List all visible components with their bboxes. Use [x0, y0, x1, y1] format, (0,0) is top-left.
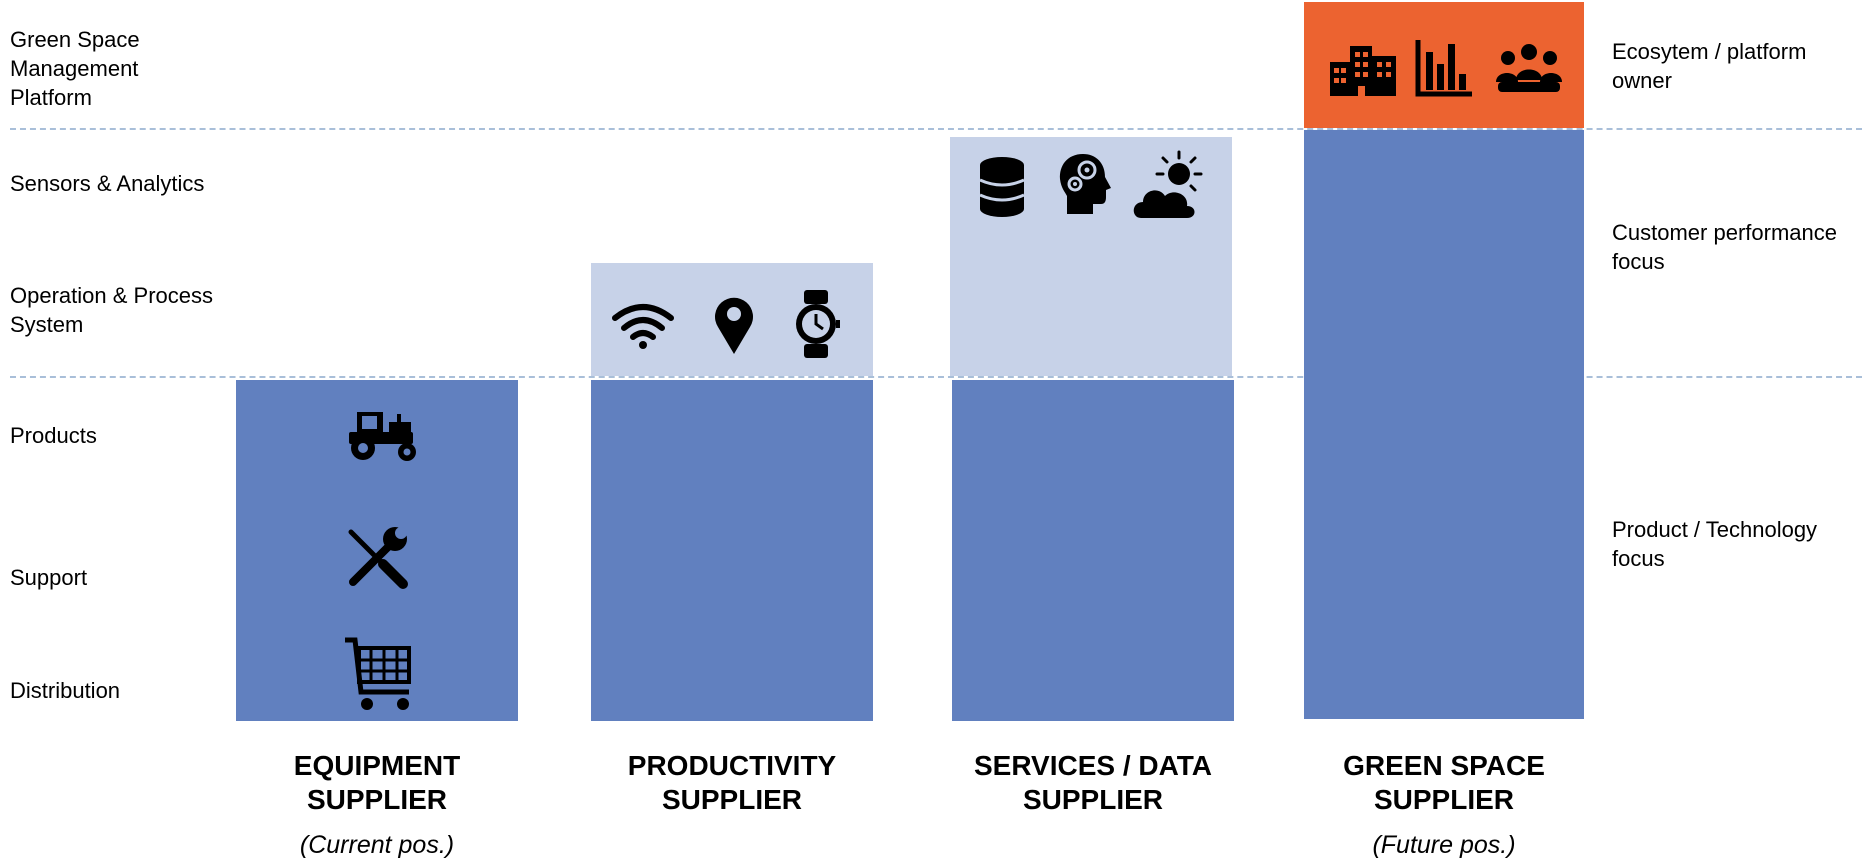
map-pin-icon — [715, 297, 753, 354]
sun-cloud-icon — [1133, 150, 1203, 218]
tools-icon — [348, 527, 408, 589]
column-title-productivity: PRODUCTIVITY SUPPLIER — [627, 750, 837, 815]
database-icon — [979, 157, 1025, 217]
shopping-cart-icon — [345, 637, 411, 710]
focus-label-customer: Customer performance focus — [1612, 220, 1837, 274]
divider-products — [10, 376, 1862, 378]
row-label-distribution: Distribution — [10, 678, 121, 703]
row-label-sensors-analytics: Sensors & Analytics — [10, 171, 205, 196]
green-space-product-block — [1304, 130, 1584, 719]
services-product-block — [952, 380, 1234, 721]
column-title-services: SERVICES / DATA SUPPLIER — [973, 750, 1213, 815]
wifi-icon — [612, 304, 674, 349]
column-title-equipment: EQUIPMENT SUPPLIER — [293, 750, 461, 815]
row-label-support: Support — [10, 565, 88, 590]
row-label-products: Products — [10, 423, 97, 448]
divider-platform — [10, 128, 1862, 130]
bar-chart-icon — [1415, 40, 1472, 97]
row-label-green-space-platform: Green Space Management Platform — [10, 27, 140, 110]
column-subtitle-equipment: (Current pos.) — [299, 831, 455, 859]
focus-label-product: Product / Technology focus — [1612, 517, 1818, 571]
smartwatch-icon — [796, 290, 840, 358]
productivity-product-block — [591, 380, 873, 721]
focus-label-ecosystem: Ecosytem / platform owner — [1612, 39, 1807, 93]
column-subtitle-green-space: (Future pos.) — [1372, 831, 1516, 859]
head-gears-icon — [1059, 154, 1111, 214]
column-title-green-space: GREEN SPACE SUPPLIER — [1343, 750, 1545, 815]
row-label-operation-process: Operation & Process System — [10, 283, 213, 337]
tractor-icon — [349, 412, 416, 461]
people-group-icon — [1496, 44, 1562, 92]
city-buildings-icon — [1330, 46, 1396, 96]
